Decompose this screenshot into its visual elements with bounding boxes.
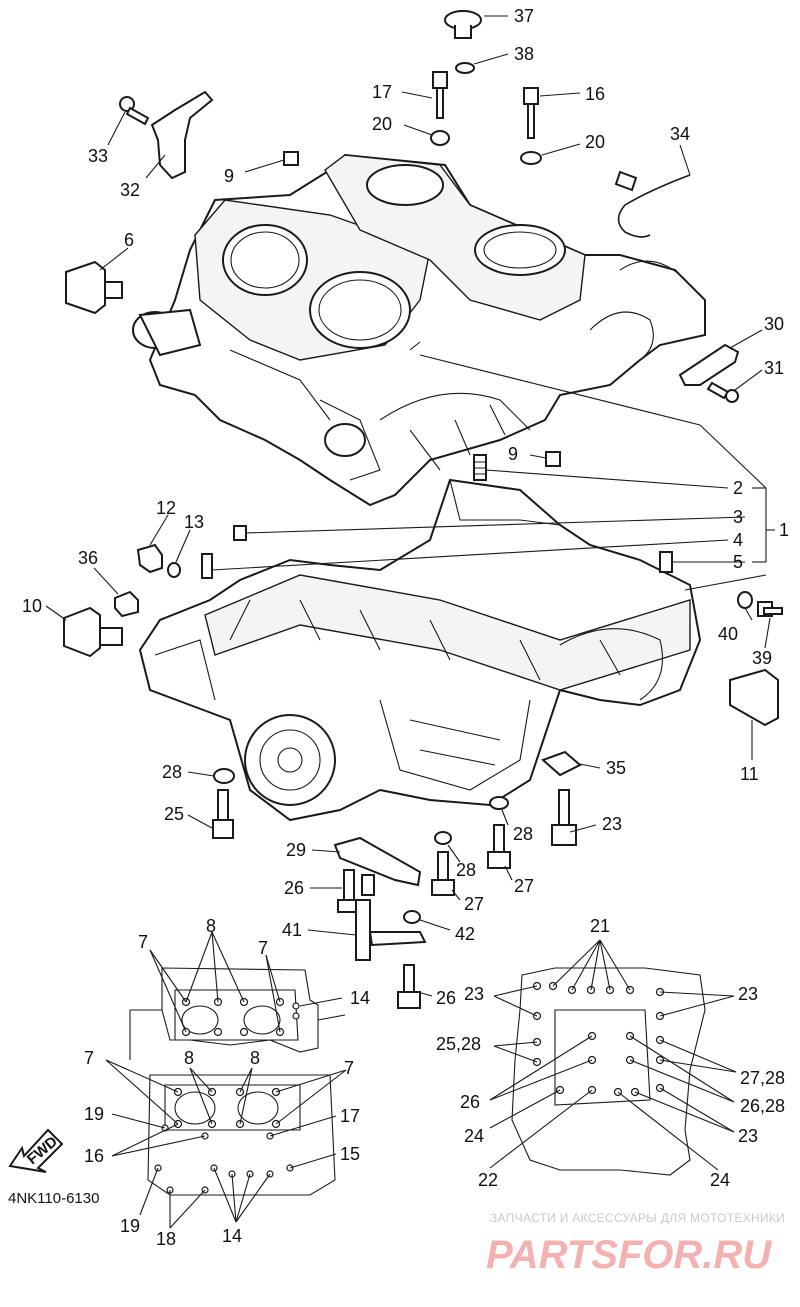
callout-16: 16 [585,84,605,104]
right-label-21: 21 [590,916,610,936]
callout-35: 35 [606,758,626,778]
top-label-7a: 7 [138,932,148,952]
diagram-code: 4NK110-6130 [8,1190,99,1207]
bottom-label-19a: 19 [84,1104,104,1124]
callout-5: 5 [733,552,743,572]
bottom-label-8b: 8 [250,1048,260,1068]
callout-32: 32 [120,180,140,200]
bottom-label-17: 17 [340,1106,360,1126]
callout-36: 36 [78,548,98,568]
bottom-label-7a: 7 [84,1048,94,1068]
right-label-22: 22 [478,1170,498,1190]
right-label-23b: 23 [738,984,758,1004]
loose-parts [63,10,783,1009]
callout-13: 13 [184,512,204,532]
callout-38: 38 [514,44,534,64]
watermark-logo: PARTSFOR.RU [486,1233,772,1277]
callout-37: 37 [514,6,534,26]
bottom-pattern: 7 8 8 7 19 17 16 15 19 18 14 [84,1048,360,1249]
callout-11: 11 [740,764,759,784]
callout-29: 29 [286,840,306,860]
callout-9b: 9 [508,444,518,464]
right-pattern: 21 23 23 25,28 27,28 26 26,28 24 23 22 2… [436,916,785,1190]
leader-lines [45,15,775,997]
bottom-label-16: 16 [84,1146,104,1166]
fwd-indicator: FWD [8,1128,64,1173]
right-label-24b: 24 [710,1170,730,1190]
bottom-label-18: 18 [156,1229,176,1249]
lower-crankcase [138,478,702,822]
callout-28a: 28 [162,762,182,782]
callout-39: 39 [752,648,772,668]
right-label-23a: 23 [464,984,484,1004]
callout-20b: 20 [585,132,605,152]
callout-30: 30 [764,314,784,334]
callout-27a: 27 [514,876,534,896]
callout-26a: 26 [284,878,304,898]
watermark-subtitle: ЗАПЧАСТИ И АКСЕССУАРЫ ДЛЯ МОТОТЕХНИКИ [490,1211,785,1225]
callout-labels: 37 38 17 16 20 20 34 33 32 9 6 30 31 9 2… [22,6,789,1008]
callout-4: 4 [733,530,743,550]
callout-33: 33 [88,146,108,166]
right-label-26-28: 26,28 [740,1096,785,1116]
callout-31: 31 [764,358,784,378]
right-label-27-28: 27,28 [740,1068,785,1088]
bottom-label-19b: 19 [120,1216,140,1236]
upper-crankcase [132,153,706,507]
callout-9a: 9 [224,166,234,186]
right-label-25-28: 25,28 [436,1034,481,1054]
callout-17: 17 [372,82,392,102]
right-label-24a: 24 [464,1126,484,1146]
callout-34: 34 [670,124,690,144]
callout-41: 41 [282,920,302,940]
callout-40: 40 [718,624,738,644]
callout-3: 3 [733,507,743,527]
bottom-label-7b: 7 [344,1058,354,1078]
callout-20a: 20 [372,114,392,134]
callout-28c: 28 [456,860,476,880]
callout-23a: 23 [602,814,622,834]
callout-6: 6 [124,230,134,250]
bottom-label-14: 14 [222,1226,242,1246]
watermark: ЗАПЧАСТИ И АКСЕССУАРЫ ДЛЯ МОТОТЕХНИКИ PA… [486,1211,785,1277]
callout-27b: 27 [464,894,484,914]
callout-2: 2 [733,478,743,498]
callout-42: 42 [455,924,475,944]
callout-10: 10 [22,596,42,616]
right-label-23c: 23 [738,1126,758,1146]
callout-25: 25 [164,804,184,824]
callout-26b: 26 [436,988,456,1008]
top-label-7b: 7 [258,938,268,958]
callout-28b: 28 [513,824,533,844]
top-pattern: 7 8 7 14 [129,916,370,1060]
right-label-26: 26 [460,1092,480,1112]
callout-12: 12 [156,498,176,518]
top-label-14: 14 [350,988,370,1008]
callout-1: 1 [779,520,789,540]
bottom-label-8a: 8 [184,1048,194,1068]
top-label-8: 8 [206,916,216,936]
bottom-label-15: 15 [340,1144,360,1164]
